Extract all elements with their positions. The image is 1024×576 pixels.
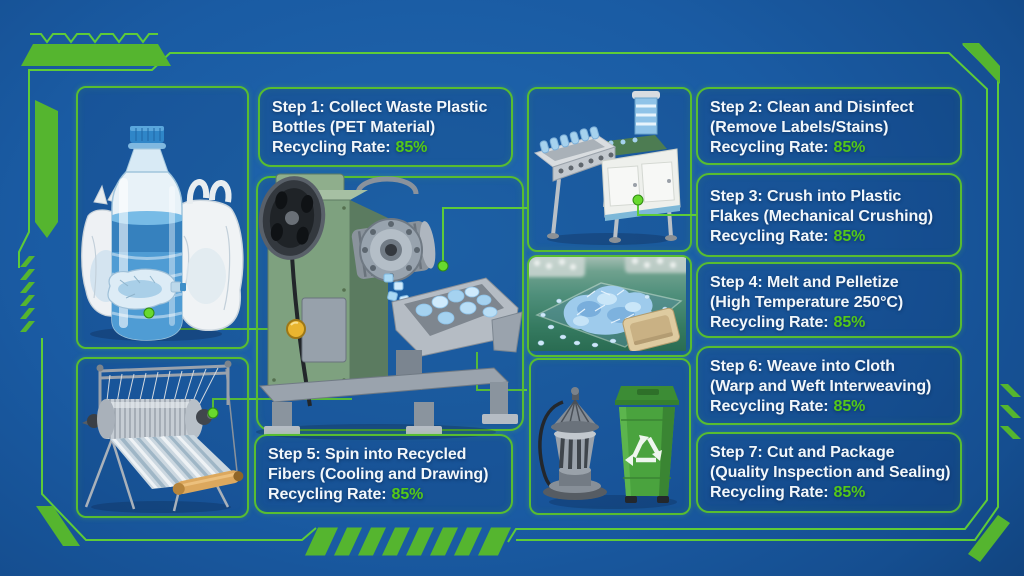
step-4-box: Step 4: Melt and Pelletize (High Tempera… bbox=[696, 262, 962, 338]
frame-left-ticks bbox=[20, 256, 35, 332]
rate-label: Recycling Rate: bbox=[710, 484, 829, 501]
machine-base bbox=[258, 350, 518, 436]
rate-value: 85% bbox=[395, 139, 428, 156]
rate-label: Recycling Rate: bbox=[710, 139, 829, 156]
step-3-rate: Recycling Rate:85% bbox=[710, 227, 950, 247]
crushed-bottle bbox=[107, 268, 186, 310]
green-recycle-bin bbox=[615, 386, 679, 503]
rate-value: 85% bbox=[833, 314, 866, 331]
cabinet bbox=[601, 148, 681, 221]
frame-right-ticks bbox=[1000, 384, 1021, 439]
rate-value: 85% bbox=[833, 139, 866, 156]
recycle-symbol-icon bbox=[625, 435, 662, 466]
frame-topright-stripe bbox=[962, 43, 1000, 84]
step-7-line1: Step 7: Cut and Package bbox=[710, 444, 895, 461]
step-2-rate: Recycling Rate:85% bbox=[710, 138, 950, 158]
tan-tray bbox=[622, 307, 681, 351]
conveyor-with-bottles bbox=[533, 126, 617, 182]
step-2-line2: (Remove Labels/Stains) bbox=[710, 119, 889, 136]
rate-value: 85% bbox=[833, 398, 866, 415]
step-3-box: Step 3: Crush into Plastic Flakes (Mecha… bbox=[696, 173, 962, 257]
water-bottle bbox=[111, 126, 183, 341]
step-6-line2: (Warp and Weft Interweaving) bbox=[710, 378, 932, 395]
step-4-line1: Step 4: Melt and Pelletize bbox=[710, 274, 899, 291]
rate-label: Recycling Rate: bbox=[268, 486, 387, 503]
flakes-image-box bbox=[527, 255, 692, 357]
rate-label: Recycling Rate: bbox=[710, 398, 829, 415]
crusher-machine-illustration bbox=[256, 173, 523, 440]
step-6-line1: Step 6: Weave into Cloth bbox=[710, 358, 895, 375]
metal-bin bbox=[538, 387, 607, 500]
access-panel bbox=[301, 297, 347, 363]
step-7-rate: Recycling Rate:85% bbox=[710, 483, 950, 503]
step-6-rate: Recycling Rate:85% bbox=[710, 397, 950, 417]
yarn-roll bbox=[82, 399, 215, 439]
step-1-line1: Step 1: Collect Waste Plastic bbox=[272, 99, 488, 116]
frame-notch-zigzag bbox=[30, 33, 158, 44]
step-2-box: Step 2: Clean and Disinfect (Remove Labe… bbox=[696, 87, 962, 165]
flywheel bbox=[258, 176, 326, 260]
step-1-box: Step 1: Collect Waste Plastic Bottles (P… bbox=[258, 87, 513, 167]
frame-hazard-stripes bbox=[325, 527, 491, 556]
frame-topleft-bar bbox=[21, 44, 171, 66]
blurred-pellet-trays bbox=[529, 257, 686, 277]
step-2-line1: Step 2: Clean and Disinfect bbox=[710, 99, 914, 116]
water-tank-cylinder bbox=[632, 91, 660, 135]
plastic-bag-right bbox=[171, 179, 244, 332]
woven-cloth bbox=[110, 435, 240, 489]
waste-bottles-and-bags-illustration bbox=[81, 126, 244, 341]
step-5-line1: Step 5: Spin into Recycled bbox=[268, 446, 467, 463]
washing-machine-illustration bbox=[533, 91, 681, 245]
step-4-line2: (High Temperature 250°C) bbox=[710, 294, 904, 311]
step-3-line2: Flakes (Mechanical Crushing) bbox=[710, 208, 934, 225]
step-7-box: Step 7: Cut and Package (Quality Inspect… bbox=[696, 432, 962, 513]
hopper-chute bbox=[391, 277, 523, 357]
plastic-flakes-illustration bbox=[529, 257, 686, 351]
step-4-rate: Recycling Rate:85% bbox=[710, 313, 950, 333]
weaving-loom-illustration bbox=[82, 360, 244, 513]
rate-label: Recycling Rate: bbox=[710, 228, 829, 245]
rate-value: 85% bbox=[391, 486, 424, 503]
rate-value: 85% bbox=[833, 228, 866, 245]
step-5-rate: Recycling Rate:85% bbox=[268, 485, 501, 505]
frame-bottomleft-stripe bbox=[36, 506, 80, 546]
step-5-box: Step 5: Spin into Recycled Fibers (Cooli… bbox=[254, 434, 513, 514]
bins-illustration bbox=[538, 386, 679, 509]
step-5-line2: Fibers (Cooling and Drawing) bbox=[268, 466, 489, 483]
step-1-line2: Bottles (PET Material) bbox=[272, 119, 436, 136]
rate-label: Recycling Rate: bbox=[710, 314, 829, 331]
step-3-line1: Step 3: Crush into Plastic bbox=[710, 188, 902, 205]
tan-roller bbox=[172, 470, 244, 495]
step-7-line2: (Quality Inspection and Sealing) bbox=[710, 464, 951, 481]
step-6-box: Step 6: Weave into Cloth (Warp and Weft … bbox=[696, 346, 962, 425]
rate-label: Recycling Rate: bbox=[272, 139, 391, 156]
flange-disc bbox=[359, 218, 423, 282]
machine-handle bbox=[355, 176, 419, 195]
frame-left-bar bbox=[35, 100, 58, 238]
frame-hazard-bar bbox=[305, 527, 511, 556]
rate-value: 85% bbox=[833, 484, 866, 501]
step-1-rate: Recycling Rate:85% bbox=[272, 138, 501, 158]
frame-bottomright-stripe bbox=[968, 515, 1010, 562]
